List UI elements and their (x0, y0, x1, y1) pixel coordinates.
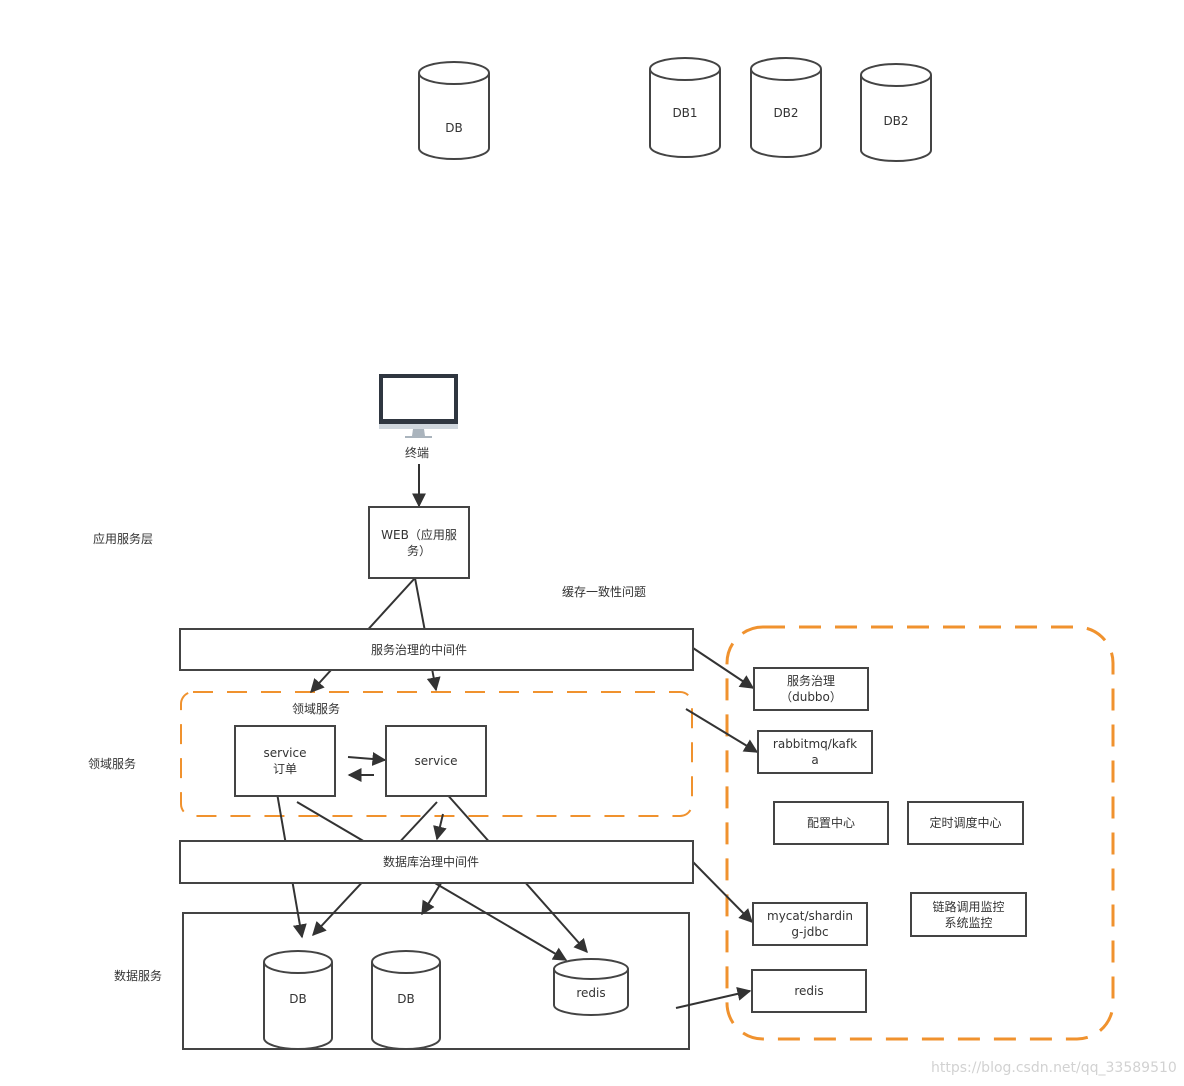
mq-line2: a (811, 753, 819, 767)
db-cylinder-top-2 (649, 57, 721, 158)
db-governance-middleware-label: 数据库治理中间件 (383, 855, 480, 869)
arrow-dbmw-to-mycat (692, 861, 753, 923)
arrow-domain-to-dbmw (433, 813, 447, 841)
db-cylinder-data-2 (371, 950, 441, 1050)
data-db-label-1: DB (289, 992, 307, 1006)
db-label: DB (445, 121, 463, 135)
scheduler-center-label: 定时调度中心 (929, 816, 1002, 830)
mycat-line1: mycat/shardin (767, 909, 853, 923)
layer-label-data: 数据服务 (114, 969, 163, 983)
layer-label-app: 应用服务层 (93, 532, 154, 546)
redis-box-label: redis (794, 984, 824, 998)
redis-cylinder (553, 958, 629, 1016)
db-cylinder-top-1 (418, 61, 490, 160)
service-governance-middleware-bar[interactable] (179, 628, 694, 671)
db-cylinder-top-4 (860, 63, 932, 162)
service-order-box[interactable]: service 订单 (234, 725, 336, 797)
cache-consistency-note: 缓存一致性问题 (562, 585, 647, 599)
config-center-label: 配置中心 (806, 816, 855, 830)
tracing-line1: 链路调用监控 (932, 899, 1005, 914)
scheduler-center-box[interactable]: 定时调度中心 (907, 801, 1024, 845)
data-db-label-2: DB (397, 992, 415, 1006)
mycat-sharding-box[interactable]: mycat/shardin g-jdbc (752, 902, 868, 946)
dubbo-line1: 服务治理 (786, 674, 835, 688)
web-box-line1: WEB（应用服 (381, 527, 457, 542)
arrow-dbmw-to-data (421, 879, 444, 916)
layer-label-domain: 领域服务 (88, 757, 137, 771)
mq-line1: rabbitmq/kafk (772, 737, 858, 751)
service-box[interactable]: service (385, 725, 487, 797)
db-cylinder-data-1 (263, 950, 333, 1050)
redis-store-label: redis (576, 986, 606, 1000)
web-app-box[interactable]: WEB（应用服 务） (368, 506, 470, 579)
config-center-box[interactable]: 配置中心 (773, 801, 889, 845)
domain-group-outline (180, 691, 693, 817)
mycat-line2: g-jdbc (791, 925, 829, 939)
watermark: https://blog.csdn.net/qq_33589510 (931, 1060, 1177, 1076)
dubbo-line2: （dubbo） (780, 690, 842, 704)
db1-label: DB1 (672, 106, 698, 120)
dubbo-box[interactable]: 服务治理 （dubbo） (753, 667, 869, 711)
data-services-container (182, 912, 690, 1050)
tracing-monitor-box[interactable]: 链路调用监控 系统监控 (910, 892, 1027, 937)
service-label: service (414, 754, 458, 768)
service-order-line1: service (263, 746, 307, 760)
db2-label-second: DB2 (883, 114, 909, 128)
arrow-svcmw-to-dubbo (692, 647, 755, 689)
monitor-icon (379, 374, 458, 438)
db-governance-middleware-bar[interactable] (179, 840, 694, 884)
domain-group-label: 领域服务 (292, 702, 341, 716)
terminal-label: 终端 (405, 446, 430, 460)
service-governance-middleware-label: 服务治理的中间件 (371, 643, 468, 657)
service-order-line2: 订单 (272, 762, 297, 776)
db-cylinder-top-3 (750, 57, 822, 158)
redis-box[interactable]: redis (751, 969, 867, 1013)
web-box-line2: 务） (406, 543, 431, 558)
middleware-group-outline (725, 625, 1115, 1041)
mq-box[interactable]: rabbitmq/kafk a (757, 730, 873, 774)
db2-label: DB2 (773, 106, 799, 120)
arrow-data-to-redis-box (675, 986, 752, 1009)
tracing-line2: 系统监控 (944, 915, 993, 930)
arrow-domain-to-mq (685, 708, 759, 753)
arrow-order-to-service (347, 752, 387, 766)
